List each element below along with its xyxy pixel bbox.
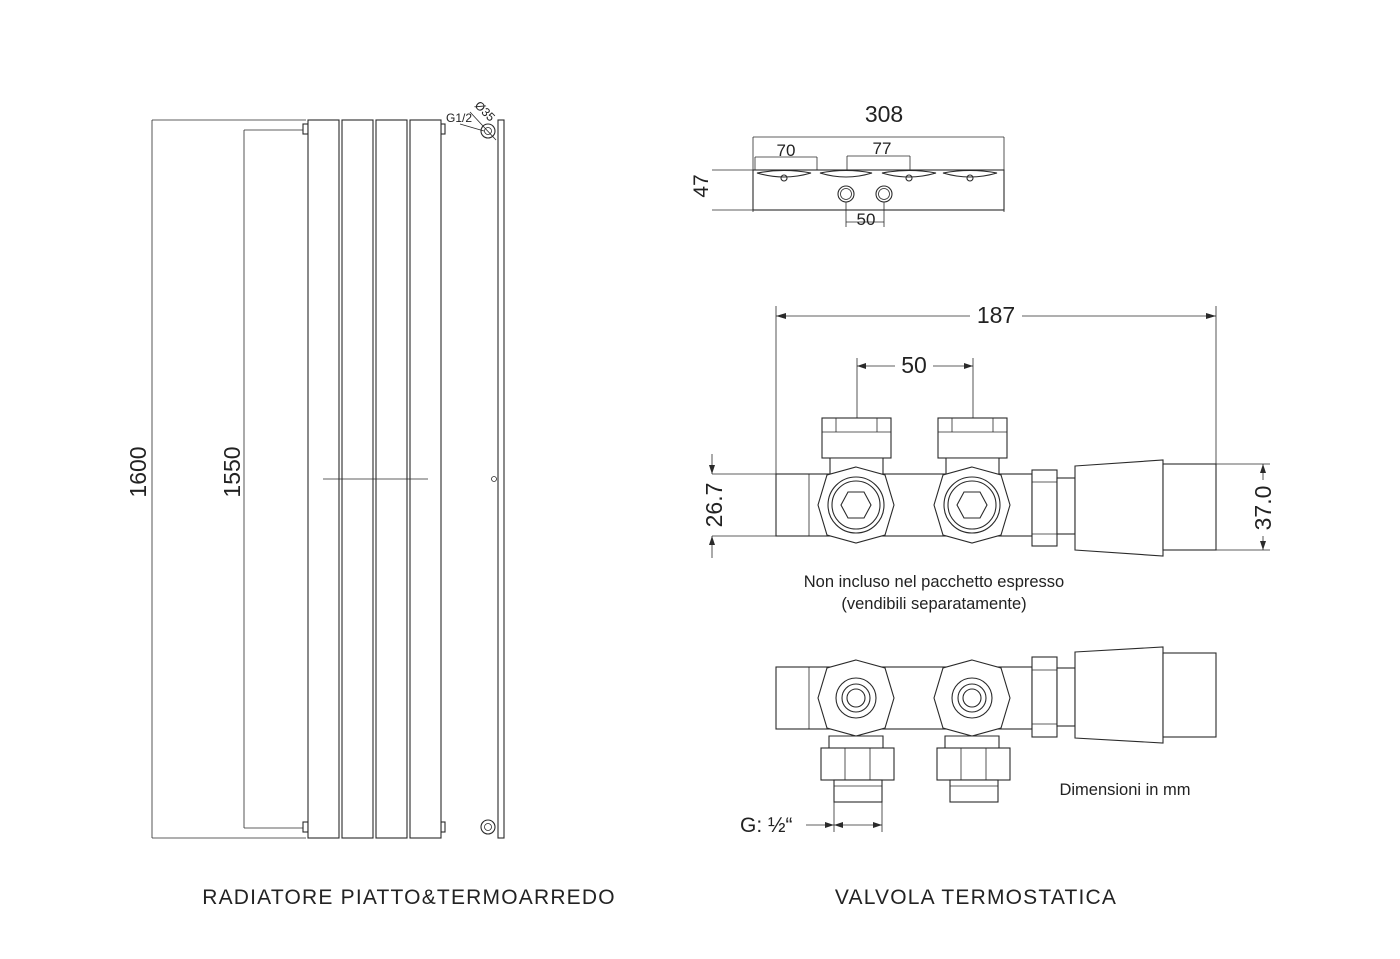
top-connection-icon <box>480 123 496 139</box>
dim-plan-width: 308 <box>865 101 903 127</box>
radiator-drawing: 1600 1550 G1/2 Ø35 <box>125 98 505 839</box>
dim-plan-depth: 47 <box>690 174 713 197</box>
dim-plan-center-span: 77 <box>873 139 892 158</box>
valve-front-drawing: 187 50 26.7 37.0 Non incluso nel pacchet… <box>701 302 1276 613</box>
valve-caption: VALVOLA TERMOSTATICA <box>835 886 1117 909</box>
valve-hex-left <box>817 466 895 544</box>
valve-note-line1: Non incluso nel pacchetto espresso <box>804 573 1065 591</box>
dim-plan-left-offset: 70 <box>777 141 796 160</box>
valve-thread-label: G: ½“ <box>740 814 793 837</box>
dim-valve-length: 187 <box>977 302 1015 328</box>
valve-bottom-drawing: G: ½“ Dimensioni in mm <box>740 646 1217 837</box>
plan-view-drawing: 308 70 77 47 50 <box>690 101 1005 229</box>
valve-hex-right <box>933 466 1011 544</box>
dim-valve-body-height: 26.7 <box>701 483 727 528</box>
dim-total-height: 1600 <box>125 446 151 497</box>
dim-valve-head-height: 37.0 <box>1250 486 1276 531</box>
radiator-side-profile <box>497 119 505 839</box>
valve-note-line2: (vendibili separatamente) <box>841 595 1026 613</box>
dim-inner-height: 1550 <box>219 446 245 497</box>
dim-thread: G1/2 <box>446 111 472 125</box>
bottom-connection-icon <box>480 819 496 835</box>
valve-head <box>1074 459 1164 557</box>
dim-plan-pipe-spacing: 50 <box>857 210 876 229</box>
dim-diameter: Ø35 <box>472 98 498 124</box>
radiator-caption: RADIATORE PIATTO&TERMOARREDO <box>202 886 616 909</box>
dim-valve-spacing: 50 <box>901 352 927 378</box>
units-note: Dimensioni in mm <box>1059 781 1190 799</box>
